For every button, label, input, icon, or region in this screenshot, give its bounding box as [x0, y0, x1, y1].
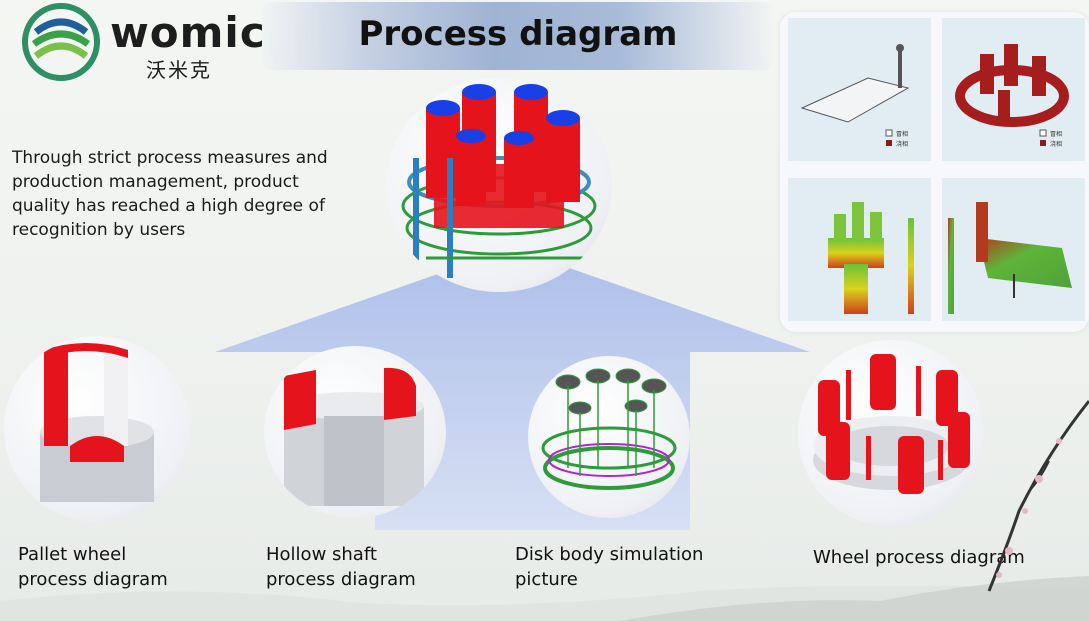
caption-pallet-wheel: Pallet wheel process diagram: [18, 544, 168, 590]
womic-logo: womic 沃米克: [18, 2, 265, 82]
legend-gate-label-2: 浇相: [1050, 140, 1062, 148]
thumb-temperature-cluster: [788, 178, 931, 321]
disk-simulation-model-image: [541, 368, 677, 490]
brand-name-cn: 沃米克: [146, 58, 212, 82]
ink-landscape-decoration: [0, 576, 1089, 621]
disk-model-image: [401, 84, 597, 278]
legend-mold-label-2: 冒相: [1050, 130, 1062, 138]
hollow-shaft-model-image: [284, 367, 424, 506]
disk-simulation-render: [528, 356, 690, 518]
pallet-wheel-model-image: [40, 343, 154, 502]
pallet-wheel-render: [4, 336, 190, 522]
thumb-ring-casting: 冒相 浇相: [942, 18, 1085, 161]
thumb-temperature-frame: [942, 178, 1085, 321]
title-banner: Process diagram: [262, 2, 774, 70]
wheel-process-render: [798, 340, 984, 526]
legend-mold-label: 冒相: [896, 130, 908, 138]
wheel-model-image: [813, 354, 970, 494]
brand-name: womic: [110, 8, 266, 57]
hollow-shaft-render: [264, 346, 446, 518]
thumb-mold-layout: 冒相 浇相: [788, 18, 931, 161]
intro-paragraph: Through strict process measures and prod…: [12, 148, 328, 240]
simulation-thumbnail-grid: 冒相 浇相 冒相 浇相: [780, 12, 1089, 332]
legend-gate-label: 浇相: [896, 140, 908, 148]
top-disk-render: [386, 78, 612, 292]
caption-disk-simulation: Disk body simulation picture: [515, 544, 704, 590]
plum-branch-decoration: [987, 400, 1089, 592]
womic-logo-mark-icon: [22, 3, 100, 81]
caption-hollow-shaft: Hollow shaft process diagram: [266, 544, 416, 590]
page-title: Process diagram: [358, 14, 678, 54]
